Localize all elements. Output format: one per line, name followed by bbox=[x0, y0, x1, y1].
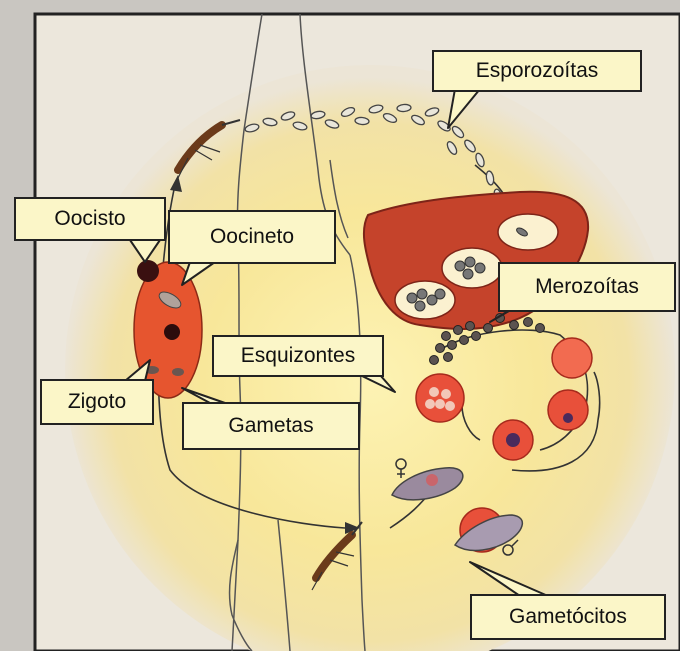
oocyst-dot bbox=[137, 260, 159, 282]
liver-cell-developing bbox=[442, 248, 502, 288]
liver-cell-schizont bbox=[395, 281, 455, 319]
label-esporozoitas: Esporozoítas bbox=[432, 50, 642, 92]
label-merozoitas: Merozoítas bbox=[498, 262, 676, 312]
liver-cell-sporozoite bbox=[498, 214, 558, 250]
label-gametocitos: Gametócitos bbox=[470, 594, 666, 640]
label-oocisto: Oocisto bbox=[14, 197, 166, 241]
label-zigoto: Zigoto bbox=[40, 379, 154, 425]
zygote-dot bbox=[164, 324, 180, 340]
label-gametas: Gametas bbox=[182, 402, 360, 450]
label-esquizontes: Esquizontes bbox=[212, 335, 384, 377]
label-oocineto: Oocineto bbox=[168, 210, 336, 264]
